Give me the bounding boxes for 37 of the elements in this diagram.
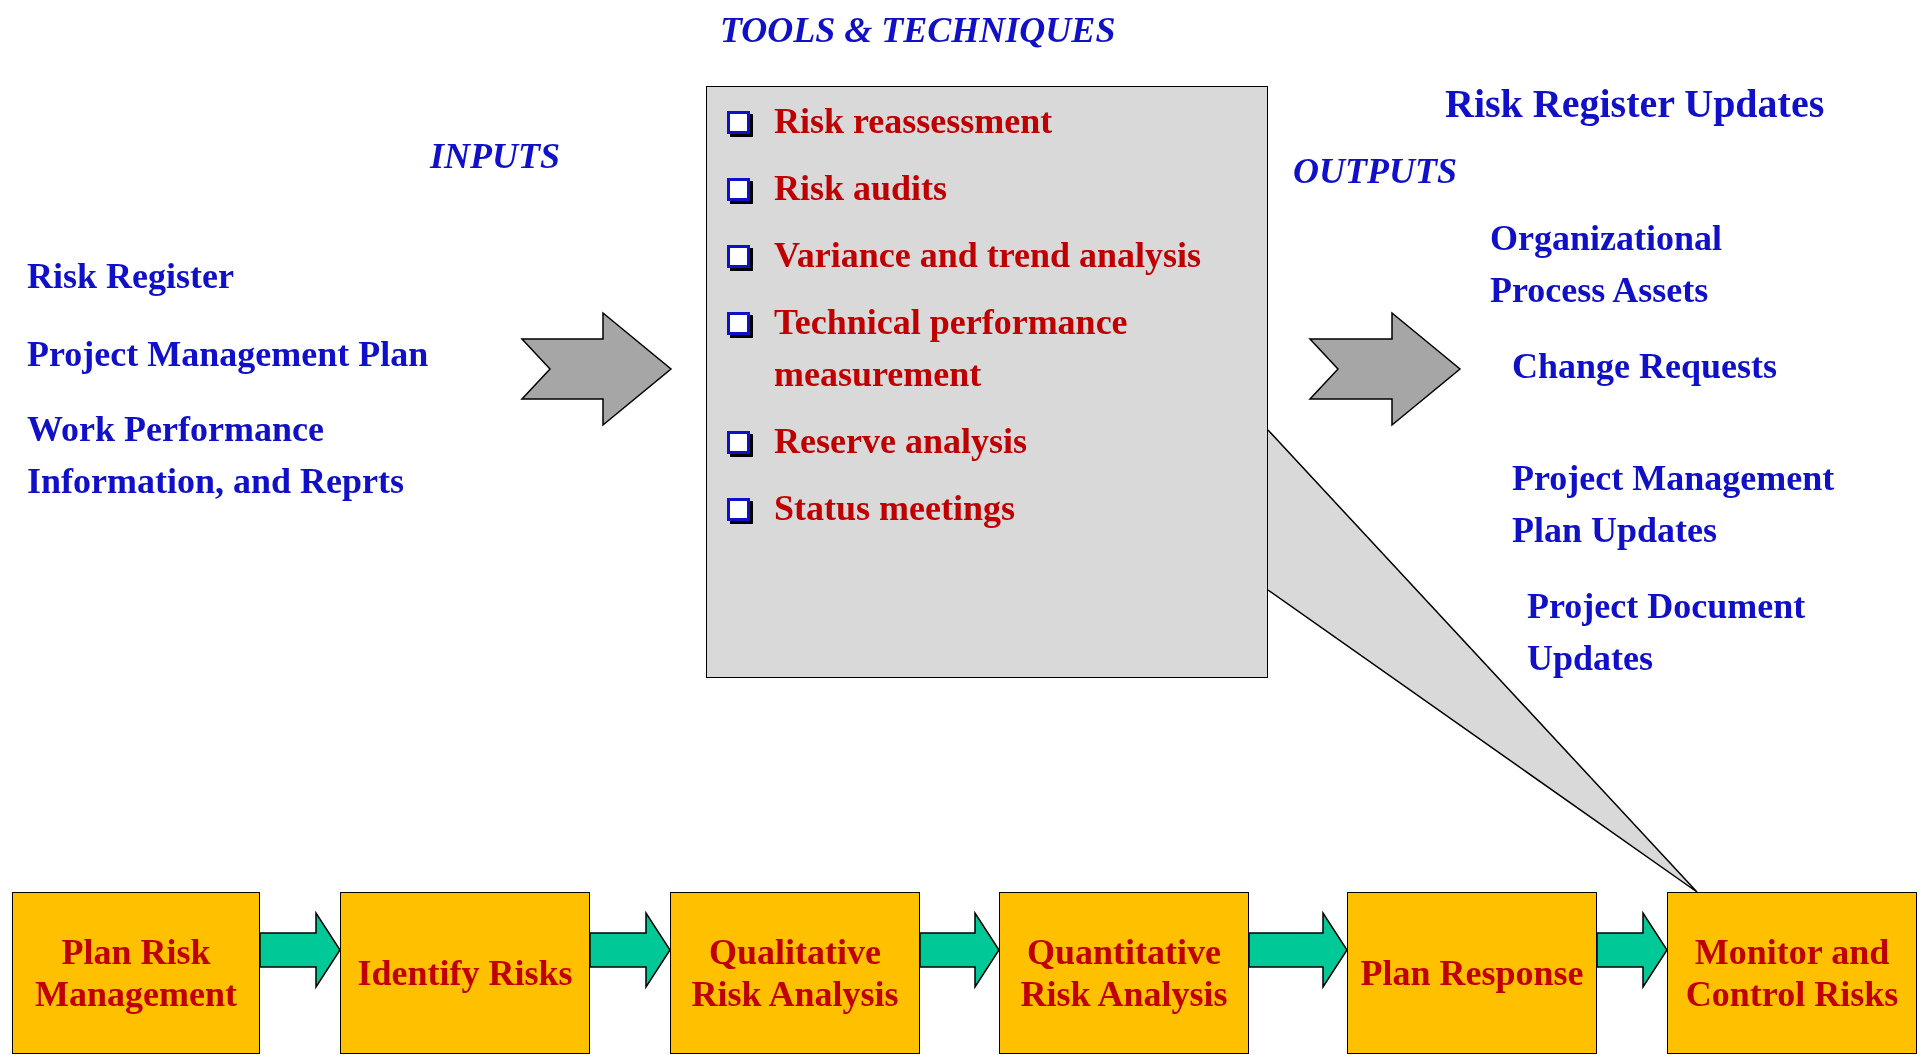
output-item: Project Document Updates (1527, 585, 1807, 680)
block-arrow (520, 311, 673, 427)
block-arrow (1308, 311, 1462, 427)
block-arrow (1596, 910, 1668, 990)
output-item: Organizational Process Assets (1490, 217, 1723, 312)
bullet-text: Risk audits (774, 167, 949, 210)
bullet-text: Risk reassessment (774, 100, 1054, 143)
callout-box (706, 86, 1268, 678)
process-label: Quantitative Risk Analysis (1019, 931, 1229, 1015)
block-arrow (259, 910, 341, 990)
process-label: Identify Risks (357, 952, 573, 994)
process-box (999, 892, 1249, 1054)
process-label: Qualitative Risk Analysis (690, 931, 900, 1015)
process-box (670, 892, 920, 1054)
bullet-text: Status meetings (774, 487, 1016, 530)
output-item: Change Requests (1512, 345, 1778, 388)
block-arrow (589, 910, 671, 990)
process-label: Plan Response (1360, 952, 1584, 994)
input-item: Risk Register (27, 255, 234, 298)
section-heading: OUTPUTS (1293, 150, 1457, 193)
process-label: Plan Risk Management (34, 931, 238, 1015)
section-heading: INPUTS (430, 135, 560, 178)
process-box (12, 892, 260, 1054)
output-item: Project Management Plan Updates (1512, 457, 1836, 552)
bullet-text: Variance and trend analysis (774, 234, 1203, 277)
input-item: Work Performance Information, and Reprts (27, 408, 405, 503)
output-heading: Risk Register Updates (1445, 80, 1825, 128)
process-label: Monitor and Control Risks (1684, 931, 1900, 1015)
bullet-text: Technical performance measurement (774, 301, 1129, 396)
block-arrow (1248, 910, 1348, 990)
process-box (1667, 892, 1917, 1054)
block-arrow (919, 910, 1000, 990)
section-heading: TOOLS & TECHNIQUES (720, 9, 1116, 52)
process-box (340, 892, 590, 1054)
bullet-text: Reserve analysis (774, 420, 1028, 463)
input-item: Project Management Plan (27, 333, 429, 376)
process-box (1347, 892, 1597, 1054)
